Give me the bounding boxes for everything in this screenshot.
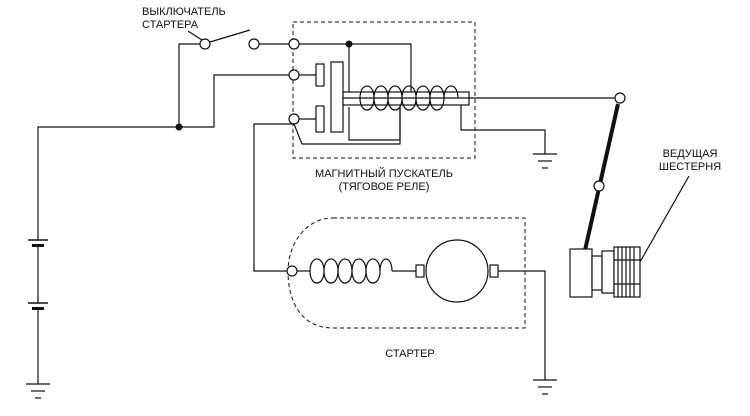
motor-brush-left <box>415 264 425 278</box>
starter-terminal <box>286 265 298 277</box>
starter-switch-label-leader <box>187 30 203 41</box>
solenoid-terminal-b <box>288 69 300 81</box>
moving-contact-plate <box>330 61 344 133</box>
starter-switch-label-line2: СТАРТЕРА <box>142 19 199 31</box>
switch-feed-wire <box>178 43 205 127</box>
solenoid-terminal-m <box>288 113 300 125</box>
solenoid-label-line1: МАГНИТНЫЙ ПУСКАТЕЛЬ <box>315 167 453 180</box>
shift-lever-top-pivot <box>614 92 626 104</box>
solenoid-coil-feed-wire <box>299 43 412 92</box>
battery-cell1-short-plate <box>32 244 44 247</box>
fixed-contact-lower <box>315 105 325 133</box>
starter-switch-label-line1: ВЫКЛЮЧАТЕЛЬ <box>142 6 226 18</box>
fixed-contact-upper <box>315 63 325 87</box>
ground-symbol-solenoid <box>533 153 557 169</box>
shift-lever-fulcrum <box>593 180 605 192</box>
solenoid-label-line2: (ТЯГОВОЕ РЕЛЕ) <box>339 181 430 193</box>
drive-gear-label-line1: ВЕДУЩАЯ <box>663 148 718 160</box>
battery-junction-dot <box>175 123 183 131</box>
motor-armature <box>425 239 489 303</box>
starter-switch-terminal-left <box>199 38 211 50</box>
battery-cell2-short-plate <box>32 307 44 310</box>
drive-gear-assembly <box>569 246 641 298</box>
solenoid-to-starter-wire <box>253 123 294 272</box>
starter-switch-terminal-right <box>248 38 260 50</box>
gear-collar <box>591 255 603 291</box>
battery-positive-wire <box>37 126 179 240</box>
solenoid-coil <box>359 85 459 111</box>
terminal-m-to-coil-wire <box>293 107 401 145</box>
drive-gear-label-line2: ШЕСТЕРНЯ <box>659 161 721 173</box>
solenoid-terminal-s <box>288 38 300 50</box>
drive-gear-label-leader <box>639 175 690 263</box>
ground-symbol-motor <box>533 379 557 395</box>
solenoid-housing <box>292 21 476 159</box>
motor-brush-right <box>489 264 499 278</box>
ground-symbol-battery <box>26 383 50 399</box>
battery-to-main-terminal-wire <box>179 74 294 128</box>
gear-hub <box>601 250 615 294</box>
starter-switch-blade <box>209 29 251 43</box>
field-coil <box>309 258 393 284</box>
solenoid-ground-wire <box>460 105 546 154</box>
starter-switch <box>199 29 260 50</box>
starter-housing <box>287 217 526 329</box>
overrunning-clutch <box>569 248 593 298</box>
starter-label: СТАРТЕР <box>385 348 435 360</box>
solenoid-hold-coil-return <box>348 107 401 141</box>
motor-ground-wire <box>498 270 546 380</box>
battery <box>28 126 179 384</box>
